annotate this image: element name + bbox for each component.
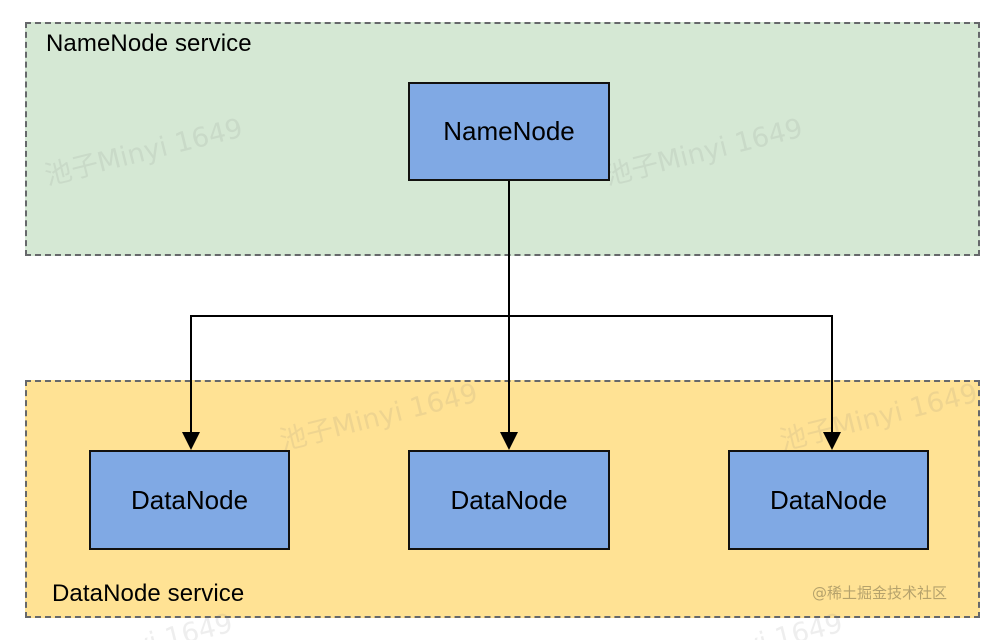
edge-to-datanode-3 xyxy=(831,315,833,435)
edge-distribution-bus xyxy=(190,315,832,317)
node-namenode-label: NameNode xyxy=(443,116,575,146)
node-datanode-2-label: DataNode xyxy=(450,484,568,515)
node-datanode-1-label: DataNode xyxy=(130,484,249,515)
datanode-service-label: DataNode service xyxy=(52,580,245,607)
node-datanode-2[interactable]: DataNode xyxy=(408,450,610,550)
site-credit-watermark: @稀土掘金技术社区 xyxy=(812,584,948,602)
node-namenode[interactable]: NameNode xyxy=(408,82,610,181)
node-datanode-1[interactable]: DataNode xyxy=(89,450,290,550)
node-datanode-3[interactable]: DataNode xyxy=(728,450,929,550)
node-datanode-3-label: DataNode xyxy=(769,484,888,515)
namenode-service-label: NameNode service xyxy=(46,30,252,57)
edge-to-datanode-1 xyxy=(190,315,192,435)
edge-to-datanode-2 xyxy=(508,315,510,435)
arrowhead-icon xyxy=(500,432,518,450)
arrowhead-icon xyxy=(823,432,841,450)
edge-namenode-trunk xyxy=(508,181,510,317)
arrowhead-icon xyxy=(182,432,200,450)
